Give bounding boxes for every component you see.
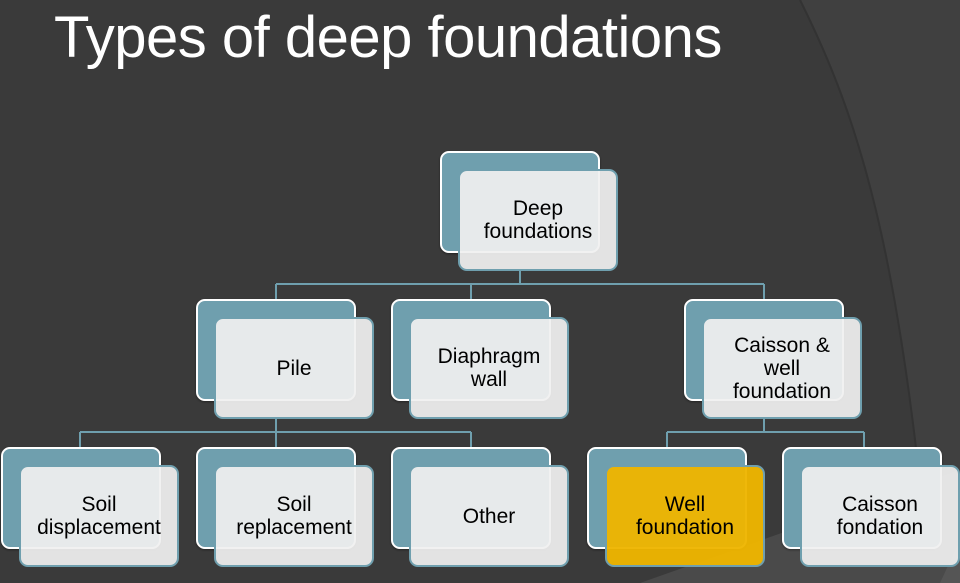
- node-front-shape-highlighted: Well foundation: [605, 465, 765, 567]
- node-other: Other: [391, 447, 569, 567]
- node-caisson-fondation: Caisson fondation: [782, 447, 960, 567]
- node-label: Caisson & well foundation: [732, 333, 832, 403]
- node-front-shape: Pile: [214, 317, 374, 419]
- node-label: Deep foundations: [483, 197, 593, 243]
- node-label: Caisson fondation: [836, 493, 924, 539]
- node-label: Pile: [276, 356, 312, 380]
- node-front-shape: Other: [409, 465, 569, 567]
- node-front-shape: Caisson fondation: [800, 465, 960, 567]
- node-well-foundation: Well foundation: [587, 447, 765, 567]
- node-front-shape: Diaphragm wall: [409, 317, 569, 419]
- node-front-shape: Soil displacement: [19, 465, 179, 567]
- node-label: Soil displacement: [37, 493, 161, 539]
- slide-title: Types of deep foundations: [54, 5, 722, 70]
- node-pile: Pile: [196, 299, 374, 419]
- node-front-shape: Soil replacement: [214, 465, 374, 567]
- node-deep-foundations: Deep foundations: [440, 151, 618, 271]
- node-front-shape: Caisson & well foundation: [702, 317, 862, 419]
- node-soil-displacement: Soil displacement: [1, 447, 179, 567]
- node-soil-replacement: Soil replacement: [196, 447, 374, 567]
- node-label: Other: [462, 504, 516, 528]
- node-caisson-well-foundation: Caisson & well foundation: [684, 299, 862, 419]
- node-diaphragm-wall: Diaphragm wall: [391, 299, 569, 419]
- node-front-shape: Deep foundations: [458, 169, 618, 271]
- node-label: Well foundation: [635, 493, 735, 539]
- node-label: Soil replacement: [236, 493, 352, 539]
- node-label: Diaphragm wall: [437, 345, 541, 391]
